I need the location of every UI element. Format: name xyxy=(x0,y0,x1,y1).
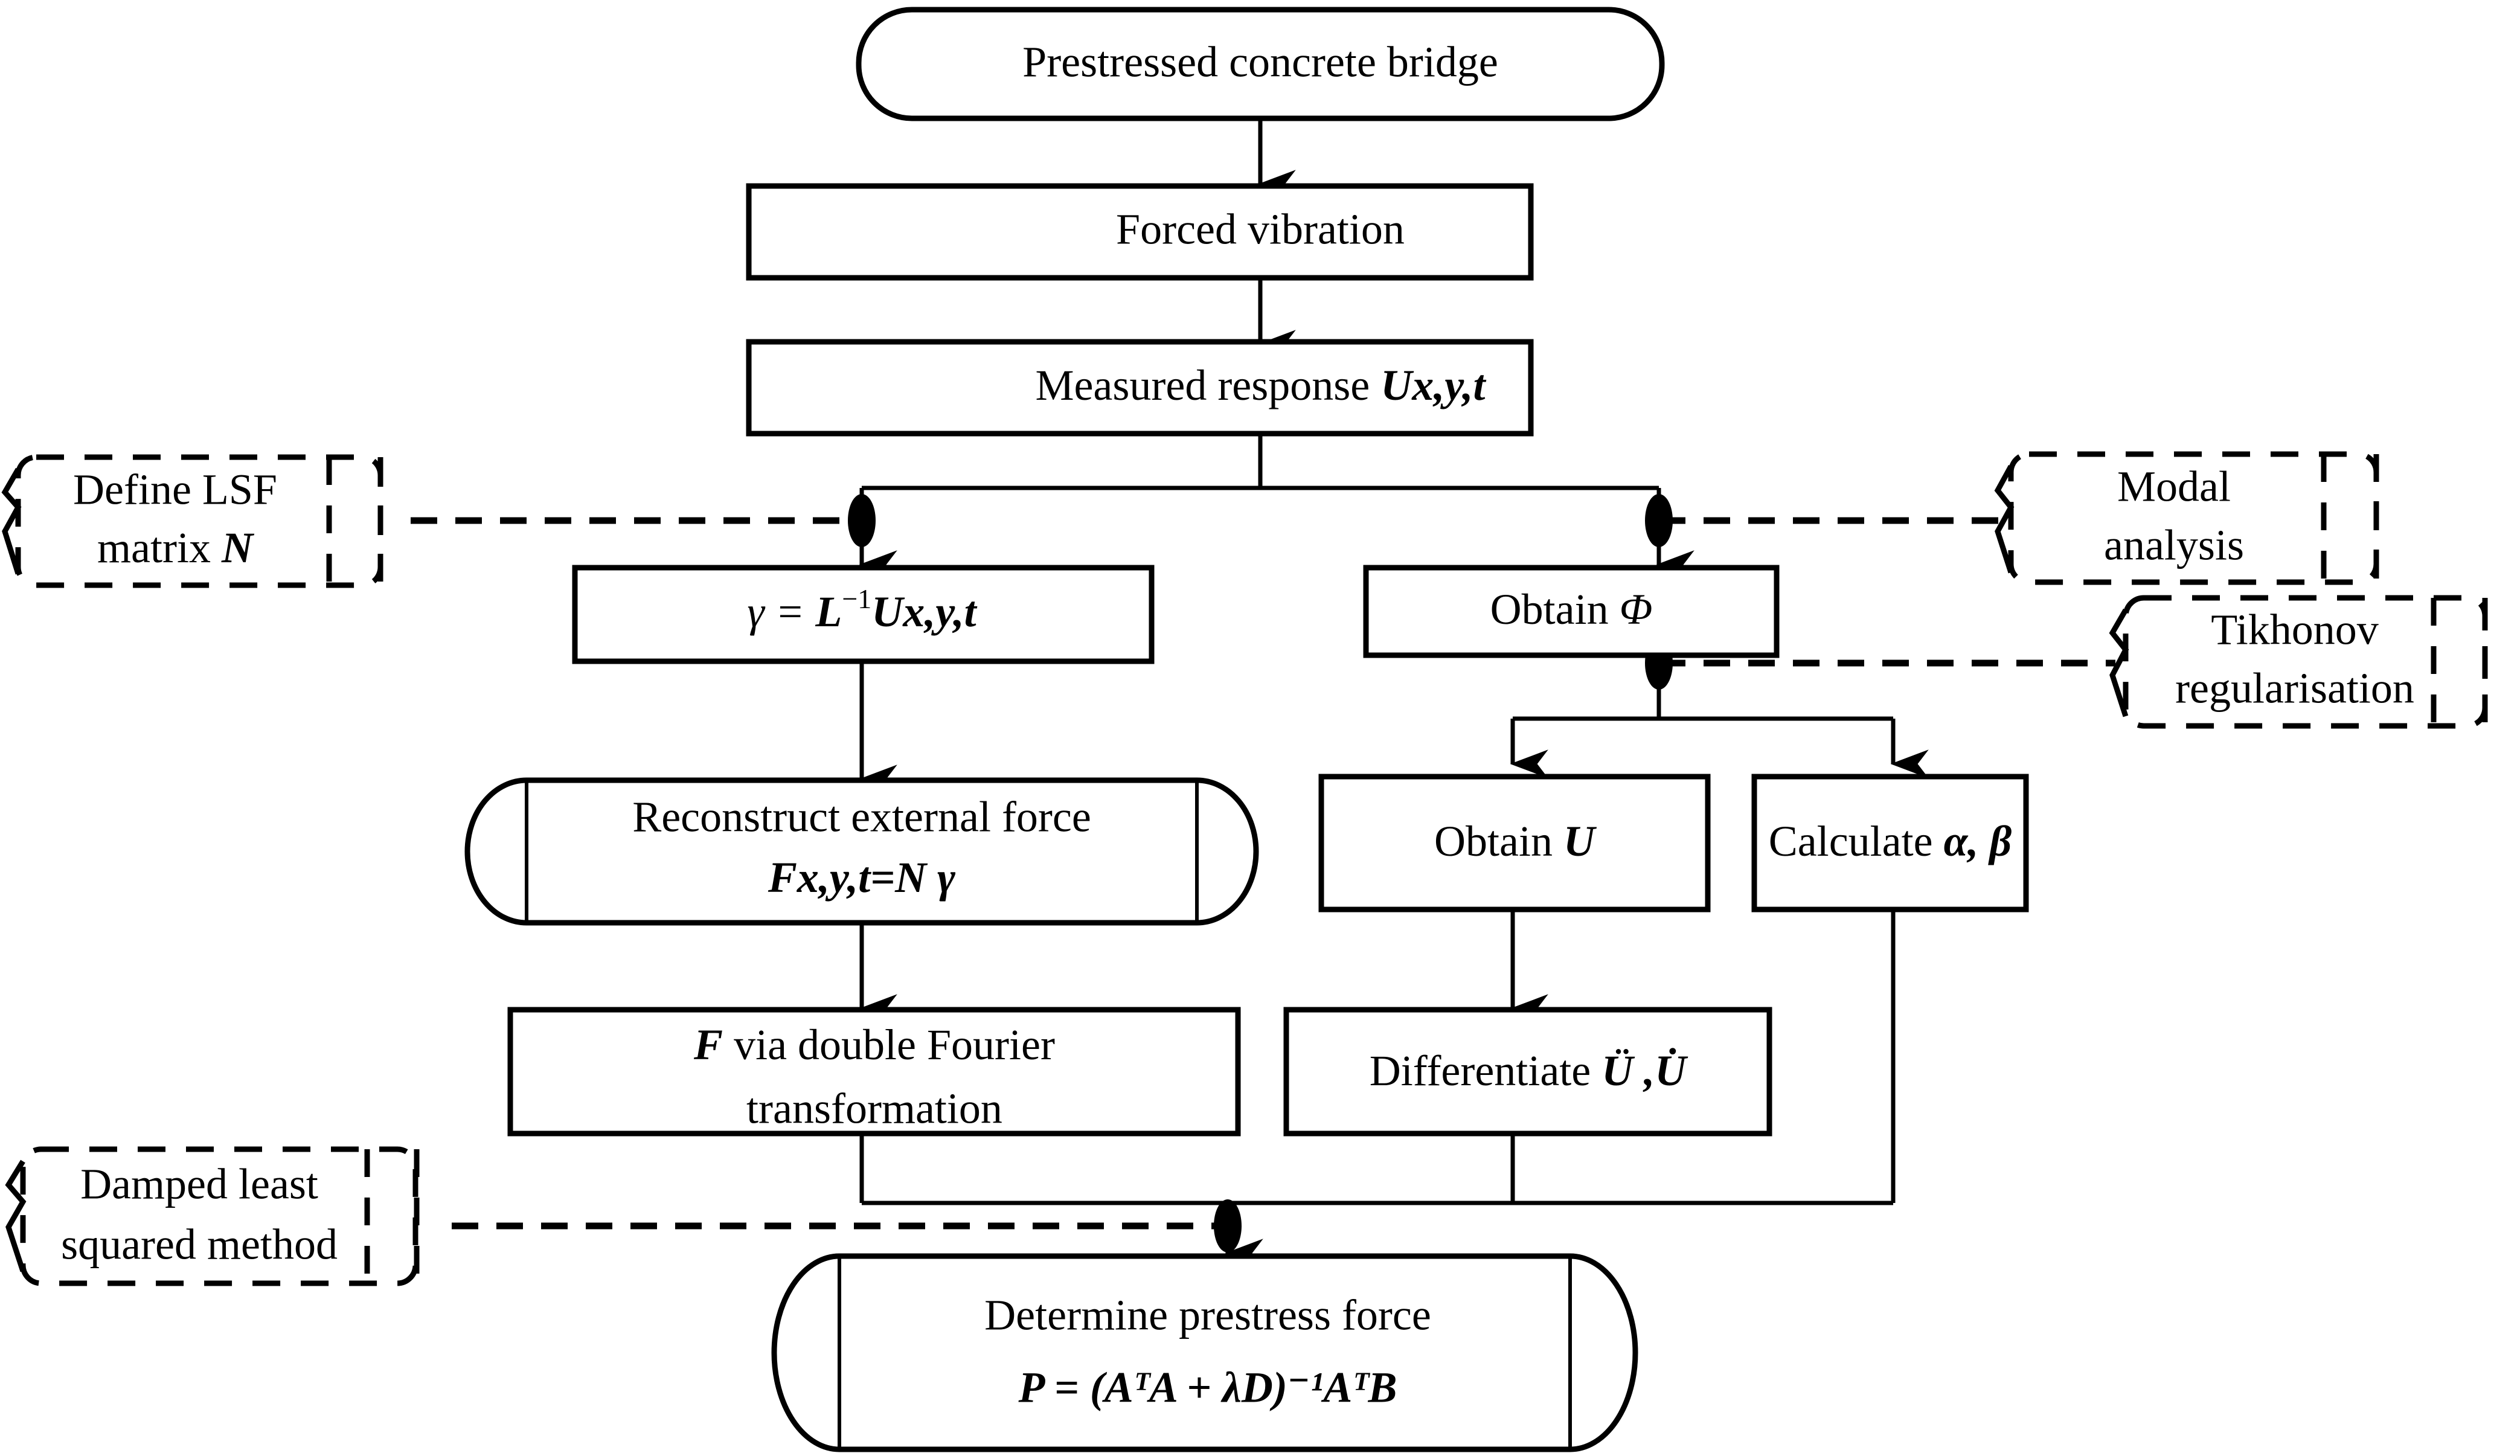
node-calculate-variables: α, β xyxy=(1944,817,2012,865)
node-obtain-phi-variable: Φ xyxy=(1620,585,1653,633)
node-measured-response-label: Measured response xyxy=(1035,361,1380,409)
node-differentiate-label: Differentiate xyxy=(1370,1047,1601,1095)
node-measured-response[interactable]: Measured response Ux,y,t xyxy=(746,339,1534,437)
node-fourier-line1: via double Fourier xyxy=(723,1021,1055,1069)
node-determine-prestress-equation: P = (AᵀA + λD)⁻¹AᵀB xyxy=(1018,1364,1397,1412)
svg-text:Measured response Ux,y,t: Measured response Ux,y,t xyxy=(1035,361,1486,409)
node-gamma-superscript: −1 xyxy=(842,583,871,614)
node-gamma-equation[interactable]: γ = L−1Ux,y,t xyxy=(572,565,1155,664)
node-calculate-alpha-beta[interactable]: Calculate α, β xyxy=(1751,774,2029,912)
node-differentiate[interactable]: Differentiate Ü ,U̇ xyxy=(1283,1007,1772,1137)
svg-text:F via double Fourier: F via double Fourier xyxy=(693,1021,1055,1069)
node-determine-prestress-line1: Determine prestress force xyxy=(984,1291,1431,1339)
node-gamma-rhs: Ux,y,t xyxy=(871,588,977,636)
callout-damped-lsq-line2: squared method xyxy=(61,1220,338,1269)
callout-damped-lsq-line1: Damped least xyxy=(80,1160,318,1208)
svg-text:Differentiate Ü ,U̇: Differentiate Ü ,U̇ xyxy=(1370,1047,1688,1095)
connectors-group xyxy=(411,118,2115,1268)
callout-tikhonov-line1: Tikhonov xyxy=(2211,606,2378,654)
callout-modal-analysis-line1: Modal xyxy=(2117,463,2231,511)
callout-tikhonov-regularisation[interactable]: Tikhonov regularisation xyxy=(2109,595,2488,729)
node-gamma-lhs: γ = xyxy=(747,588,815,636)
svg-text:matrix N: matrix N xyxy=(97,524,255,572)
node-obtain-phi-label: Obtain xyxy=(1490,585,1620,633)
node-fourier-variable: F xyxy=(693,1021,723,1069)
node-reconstruct-external-force[interactable]: Reconstruct external force Fx,y,t=N γ xyxy=(464,777,1259,926)
node-reconstruct-force-rhs: =N γ xyxy=(870,853,955,902)
node-forced-vibration-label: Forced vibration xyxy=(1116,205,1405,254)
node-fourier-transformation[interactable]: F via double Fourier transformation xyxy=(507,1007,1241,1137)
node-calculate-label: Calculate xyxy=(1769,817,1944,865)
node-obtain-u-variable: U xyxy=(1563,817,1597,865)
callout-modal-analysis-line2: analysis xyxy=(2104,521,2244,569)
node-reconstruct-force-variable: Fx,y,t xyxy=(768,853,871,902)
junction-dot-gamma xyxy=(848,494,876,547)
callout-tikhonov-line2: regularisation xyxy=(2175,664,2414,713)
node-reconstruct-line1: Reconstruct external force xyxy=(632,793,1091,841)
callout-define-lsf-line2: matrix xyxy=(97,524,222,572)
node-fourier-line2: transformation xyxy=(746,1085,1002,1133)
node-obtain-phi[interactable]: Obtain Φ xyxy=(1363,565,1780,658)
svg-text:Calculate α, β: Calculate α, β xyxy=(1769,817,2012,865)
node-measured-response-variable: Ux,y,t xyxy=(1380,361,1486,409)
junction-dot-final xyxy=(1214,1199,1242,1252)
callout-define-lsf-matrix[interactable]: Define LSF matrix N xyxy=(1,454,383,588)
callout-define-lsf-line1: Define LSF xyxy=(73,466,277,514)
node-obtain-u[interactable]: Obtain U xyxy=(1318,774,1711,912)
node-forced-vibration[interactable]: Forced vibration xyxy=(746,183,1534,281)
node-obtain-u-label: Obtain xyxy=(1434,817,1563,865)
callout-modal-analysis[interactable]: Modal analysis xyxy=(1994,451,2379,585)
node-differentiate-variables: Ü ,U̇ xyxy=(1601,1047,1688,1095)
junction-dot-phi xyxy=(1645,494,1673,547)
svg-text:γ = L−1Ux,y,t: γ = L−1Ux,y,t xyxy=(747,583,977,636)
svg-text:Fx,y,t=N γ: Fx,y,t=N γ xyxy=(768,853,955,902)
callout-damped-least-squared-method[interactable]: Damped least squared method xyxy=(5,1146,420,1286)
node-start-label: Prestressed concrete bridge xyxy=(1022,38,1498,86)
svg-text:Obtain U: Obtain U xyxy=(1434,817,1597,865)
svg-text:Obtain Φ: Obtain Φ xyxy=(1490,585,1653,633)
node-prestressed-concrete-bridge[interactable]: Prestressed concrete bridge xyxy=(856,7,1665,121)
node-gamma-matrix: L xyxy=(815,588,842,636)
node-determine-prestress-force[interactable]: Determine prestress force P = (AᵀA + λD)… xyxy=(771,1253,1638,1452)
callout-define-lsf-matrix-var: N xyxy=(221,524,255,572)
